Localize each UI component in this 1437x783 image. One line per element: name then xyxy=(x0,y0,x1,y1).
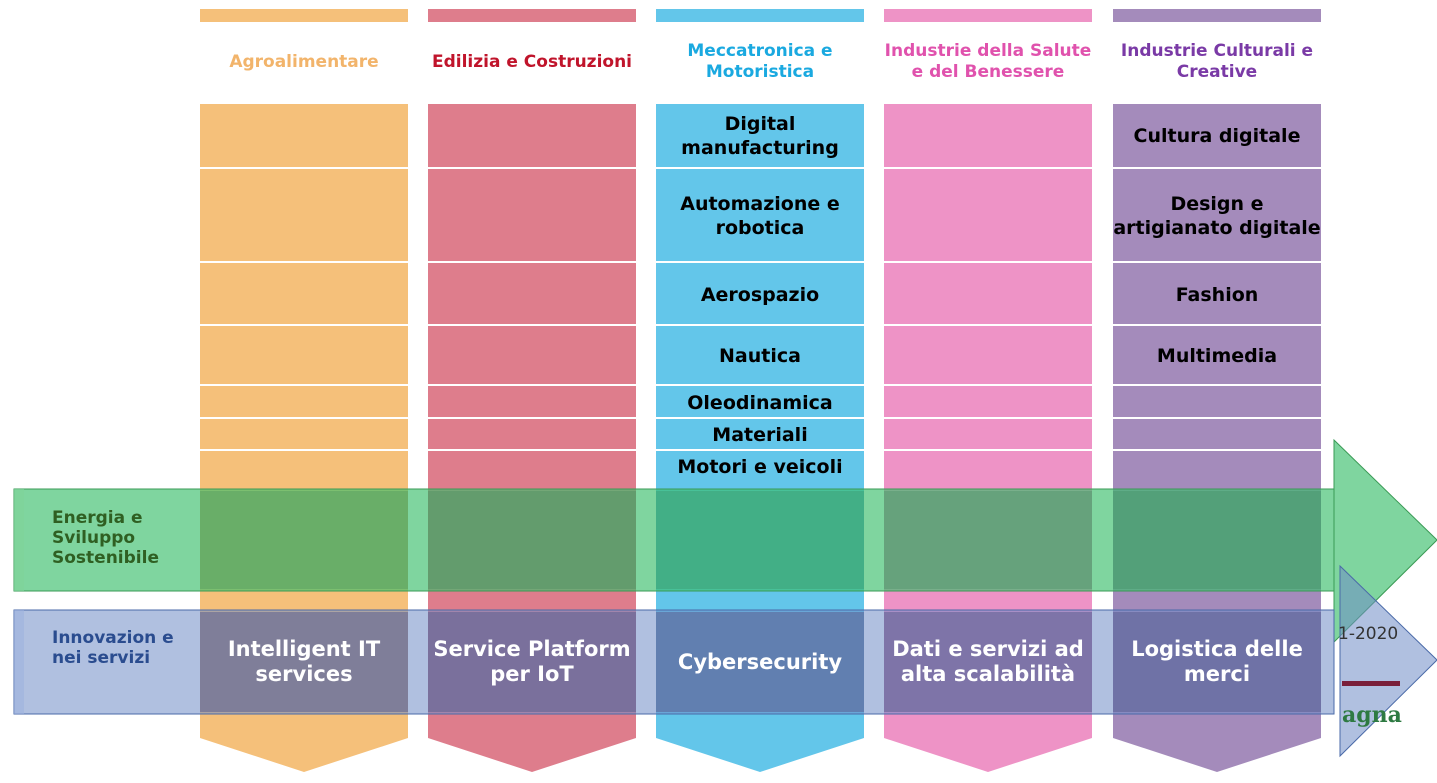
service-box-bg xyxy=(200,612,408,712)
column-body-salute xyxy=(884,104,1092,772)
column-body-culturali xyxy=(1113,104,1321,772)
column-cap-meccatronica xyxy=(656,9,864,22)
column-body-edilizia xyxy=(428,104,636,772)
service-box-logistica: Logistica delle merci xyxy=(1131,637,1303,686)
service-box-bg xyxy=(428,612,636,712)
column-title-salute: Industrie della Salute e del Benessere xyxy=(884,41,1092,82)
energy-edge-strip xyxy=(14,489,24,591)
band-label-energia: Energia e Sviluppo Sostenibile xyxy=(52,508,159,568)
column-cap-agro xyxy=(200,9,408,22)
column-body-agro xyxy=(200,104,408,772)
energy-band-cell xyxy=(884,491,1092,589)
cell-cultura-digitale: Cultura digitale xyxy=(1133,125,1301,147)
edge-year-text: 1-2020 xyxy=(1338,624,1399,644)
cell-fashion: Fashion xyxy=(1175,283,1259,306)
column-title-edilizia: Edilizia e Costruzioni xyxy=(431,51,633,72)
column-cap-culturali xyxy=(1113,9,1321,22)
edge-logo-text: agna xyxy=(1342,702,1402,728)
cell-materiali: Materiali xyxy=(712,424,808,446)
energy-band-cell xyxy=(428,491,636,589)
service-box-bg xyxy=(884,612,1092,712)
cell-motori-veicoli: Motori e veicoli xyxy=(677,456,843,478)
cell-digital-manufacturing: Digital manufacturing xyxy=(681,113,839,159)
energy-band-cell xyxy=(200,491,408,589)
service-box-bg xyxy=(656,612,864,712)
innovation-arrow-head xyxy=(1339,564,1437,758)
cell-multimedia: Multimedia xyxy=(1156,345,1278,367)
column-body-meccatronica xyxy=(656,104,864,772)
band-label-innovazione: Innovazion e nei servizi xyxy=(52,628,174,668)
column-cap-salute xyxy=(884,9,1092,22)
cell-design-artigianato: Design e artigianato digitale xyxy=(1113,193,1321,239)
energy-band-cell xyxy=(656,491,864,589)
cell-nautica: Nautica xyxy=(719,345,801,367)
energy-band-cell xyxy=(1113,491,1321,589)
column-cap-edilizia xyxy=(428,9,636,22)
energy-band xyxy=(13,488,1335,592)
column-title-agroalimentare: Agroalimentare xyxy=(229,51,379,72)
column-title-culturali: Industrie Culturali e Creative xyxy=(1120,41,1314,82)
service-box-intelligent-it: Intelligent IT services xyxy=(227,637,381,686)
column-title-meccatronica: Meccatronica e Motoristica xyxy=(687,41,833,82)
cell-automazione-robotica: Automazione e robotica xyxy=(680,193,840,239)
service-box-cybersecurity: Cybersecurity xyxy=(677,649,843,674)
service-box-bg xyxy=(1113,612,1321,712)
cell-aerospazio: Aerospazio xyxy=(700,283,820,306)
cell-oleodinamica: Oleodinamica xyxy=(687,391,833,414)
service-box-iot-platform: Service Platform per IoT xyxy=(433,637,631,686)
service-box-dati-servizi: Dati e servizi ad alta scalabilità xyxy=(892,637,1084,686)
edge-divider xyxy=(1342,681,1400,686)
innovation-edge-strip xyxy=(14,610,24,714)
